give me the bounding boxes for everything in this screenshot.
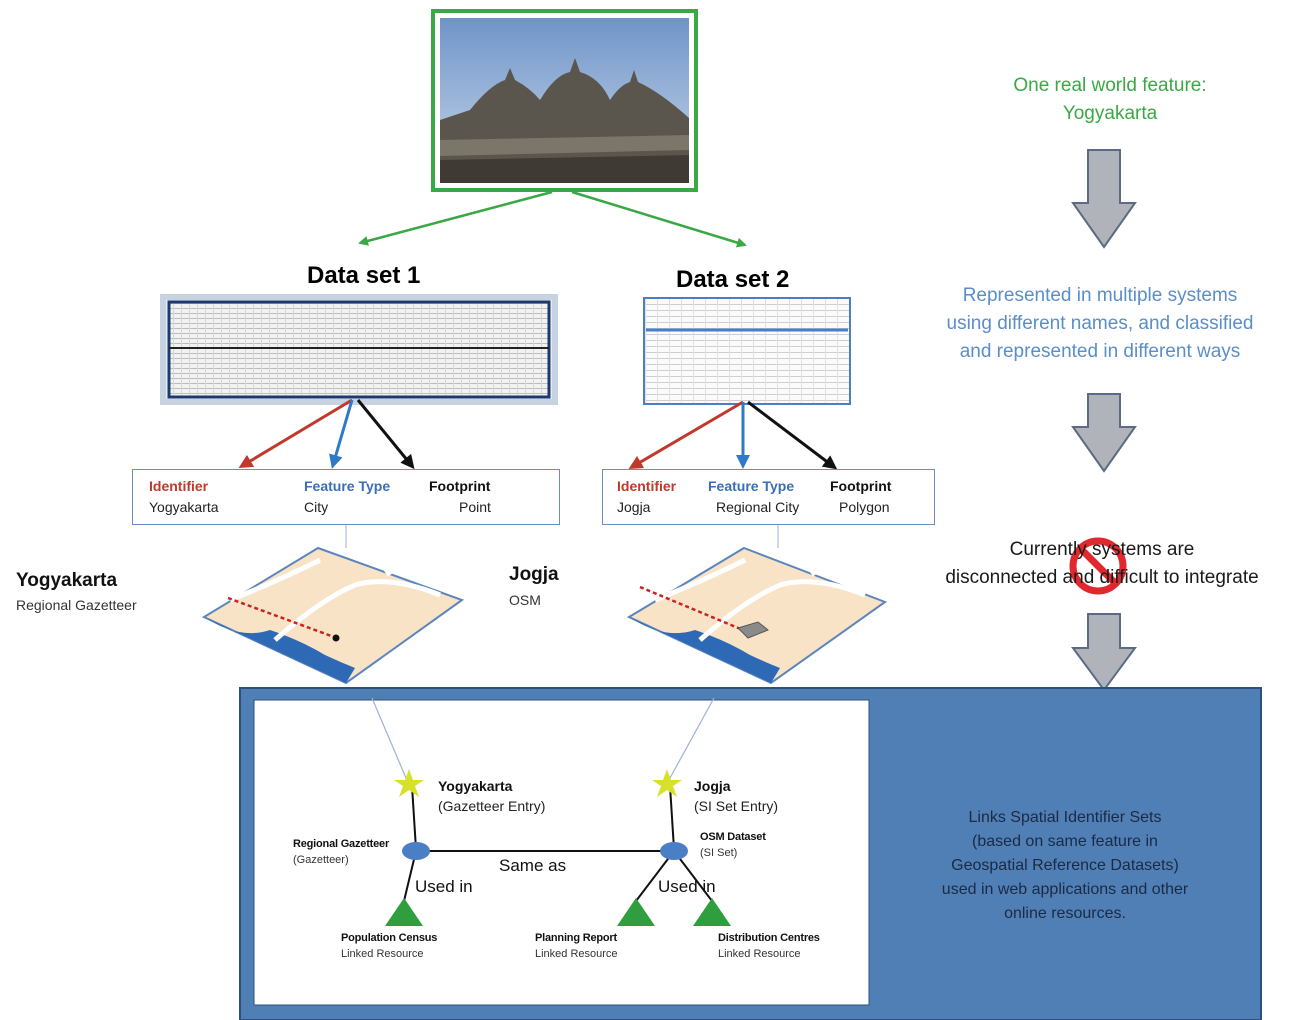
used-in-label-2: Used in (658, 877, 716, 896)
footprint-label: Footprint (830, 478, 892, 494)
dataset1-table-thumbnail (160, 294, 558, 405)
identifier-label: Identifier (617, 478, 677, 494)
leaf3-title: Distribution Centres (718, 932, 820, 944)
flow-arrow-1 (1071, 149, 1137, 249)
map2-source: OSM (509, 592, 541, 608)
map-link-line-2 (669, 697, 715, 779)
flow-arrow-3 (1071, 613, 1137, 692)
node2-subtitle: (SI Set Entry) (694, 798, 779, 814)
feature-label: One real world feature: Yogyakarta (960, 72, 1260, 128)
prohibited-icon (1069, 537, 1127, 595)
feature-type-label: Feature Type (708, 478, 795, 494)
links-line1: Links Spatial Identifier Sets (968, 809, 1162, 826)
map-yogyakarta (201, 546, 465, 685)
disconnected-line2: disconnected and difficult to integrate (945, 567, 1259, 588)
leaf2-title: Planning Report (535, 932, 617, 944)
leaf3-subtitle: Linked Resource (718, 948, 801, 960)
hub-node-1 (402, 842, 430, 860)
triangle-icon-leaf2 (617, 898, 655, 926)
represented-text: Represented in multiple systems using di… (900, 282, 1300, 366)
leaf2-subtitle: Linked Resource (535, 948, 618, 960)
links-line4: used in web applications and other (941, 881, 1189, 898)
node1-subtitle: (Gazetteer Entry) (438, 798, 546, 814)
leaf1-title: Population Census (341, 932, 438, 944)
arrow-to-identifier-1 (238, 398, 353, 469)
triangle-icon-leaf1 (385, 898, 423, 926)
map-jogja (626, 546, 888, 685)
used-in-label-1: Used in (415, 877, 473, 896)
feature-type-label: Feature Type (304, 478, 391, 494)
arrow-to-dataset1 (358, 190, 553, 246)
hub2-title: OSM Dataset (700, 831, 766, 843)
footprint-value: Point (459, 499, 491, 515)
node1-title: Yogyakarta (438, 778, 513, 794)
arrow-to-footprint-1 (356, 399, 415, 470)
map1-name: Yogyakarta (16, 570, 118, 591)
represented-line1: Represented in multiple systems (962, 285, 1238, 306)
temple-photo (431, 9, 698, 192)
hub1-title: Regional Gazetteer (293, 838, 390, 850)
feature-type-value: City (304, 499, 329, 515)
edge-hub2-leaf2 (635, 850, 675, 902)
arrow-to-footprint-2 (747, 400, 838, 470)
arrow-to-dataset2 (571, 190, 747, 248)
identifier-value: Jogja (617, 499, 651, 515)
star-icon-node2 (652, 769, 682, 797)
node2-title: Jogja (694, 778, 731, 794)
footprint-value: Polygon (839, 499, 890, 515)
dataset2-table-thumbnail (643, 297, 851, 405)
edge-hub2-leaf3 (673, 850, 713, 902)
links-line2: (based on same feature in (972, 833, 1158, 850)
star-icon-node1 (394, 769, 424, 797)
same-as-label: Same as (499, 856, 567, 875)
arrow-to-identifier-2 (628, 400, 744, 470)
hub-node-2 (660, 842, 688, 860)
links-line3: Geospatial Reference Datasets) (951, 857, 1179, 874)
graph-panel (253, 699, 870, 1006)
hub2-subtitle: (SI Set) (700, 847, 738, 859)
represented-line2: using different names, and classified (946, 313, 1254, 334)
edge-node2-hub2 (669, 785, 675, 850)
disconnected-line1: Currently systems are (1009, 539, 1195, 560)
feature-label-line2: Yogyakarta (1062, 103, 1158, 124)
identifier-value: Yogyakarta (149, 499, 219, 515)
leaf1-subtitle: Linked Resource (341, 948, 424, 960)
dataset1-title: Data set 1 (307, 262, 421, 289)
map1-source: Regional Gazetteer (16, 597, 137, 613)
map-link-line-1 (371, 697, 407, 779)
triangle-icon-leaf3 (693, 898, 731, 926)
links-line5: online resources. (1004, 905, 1126, 922)
represented-line3: and represented in different ways (959, 341, 1241, 362)
edge-node1-hub1 (411, 785, 417, 850)
map2-name: Jogja (509, 564, 559, 585)
dataset2-title: Data set 2 (676, 266, 790, 293)
arrow-to-featuretype-1 (329, 399, 354, 469)
feature-label-line1: One real world feature: (1013, 75, 1207, 96)
dataset1-attributes: Identifier Yogyakarta Feature Type City … (132, 469, 560, 525)
hub1-subtitle: (Gazetteer) (293, 854, 349, 866)
flow-arrow-2 (1071, 393, 1137, 473)
footprint-label: Footprint (429, 478, 491, 494)
links-description: Links Spatial Identifier Sets (based on … (895, 806, 1235, 926)
disconnected-text: Currently systems are disconnected and d… (896, 536, 1307, 592)
dataset2-attributes: Identifier Jogja Feature Type Regional C… (602, 469, 935, 525)
feature-type-value: Regional City (716, 499, 800, 515)
identifier-label: Identifier (149, 478, 209, 494)
